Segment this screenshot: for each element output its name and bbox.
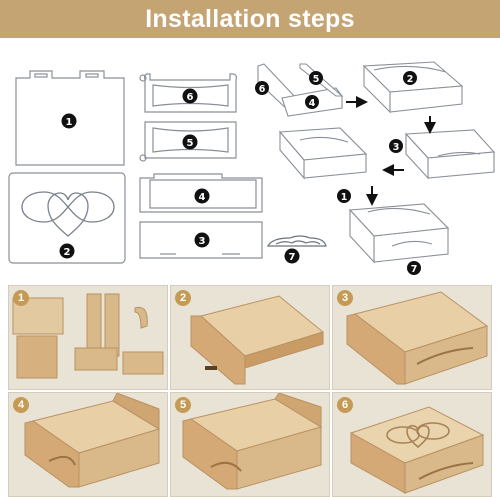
part-1-label: 1: [66, 117, 73, 128]
part-1-outline: [15, 70, 125, 166]
photo-1-badge: 1: [13, 290, 29, 306]
photo-step-2: 2: [170, 285, 330, 390]
part-badges: 1 2 6 5 4 3 7: [59, 88, 300, 264]
title-banner: [0, 0, 500, 38]
step-a-label-3: 4: [309, 98, 316, 109]
step-a-label-1: 6: [259, 84, 266, 95]
photo-2-badge: 2: [175, 290, 191, 306]
part-3-outline: [139, 221, 263, 259]
heart-infinity-icon: [21, 191, 115, 237]
part-4-outline: [139, 173, 263, 213]
photo-step-1: 1: [8, 285, 168, 390]
part-5-inner: [152, 127, 229, 153]
step-e-label: 7: [411, 264, 418, 275]
heart-infinity-icon: [386, 422, 450, 449]
part-3-label: 3: [199, 236, 206, 247]
photo-step-4: 4: [8, 392, 168, 497]
photo-5-badge: 5: [175, 397, 191, 413]
page-title: Installation steps: [145, 5, 355, 33]
part-6-label: 6: [187, 92, 194, 103]
part-7-label: 7: [289, 252, 296, 263]
part-5-outline: [144, 121, 237, 159]
assembly-diagrams: [257, 61, 496, 264]
part-4-label: 4: [199, 192, 206, 203]
part-6-inner: [152, 84, 229, 107]
part-1-slot: [85, 73, 99, 78]
photo-3-badge: 3: [337, 290, 353, 306]
part-7-outline: [267, 235, 327, 247]
step-b-label: 2: [407, 74, 414, 85]
part-2-outline: [8, 172, 126, 264]
photo-4-badge: 4: [13, 397, 29, 413]
photo-step-6: 6: [332, 392, 492, 497]
photo-step-5: 5: [170, 392, 330, 497]
step-d-label: 1: [341, 192, 348, 203]
photo-step-3: 3: [332, 285, 492, 390]
part-1-slot: [34, 73, 48, 78]
photo-6-badge: 6: [337, 397, 353, 413]
step-a-label-2: 5: [313, 74, 320, 85]
part-5-label: 5: [187, 138, 194, 149]
part-2-label: 2: [64, 247, 71, 258]
step-c-label: 3: [393, 142, 400, 153]
parts-diagram: 1 2 6 5 4 3 7: [8, 61, 496, 275]
